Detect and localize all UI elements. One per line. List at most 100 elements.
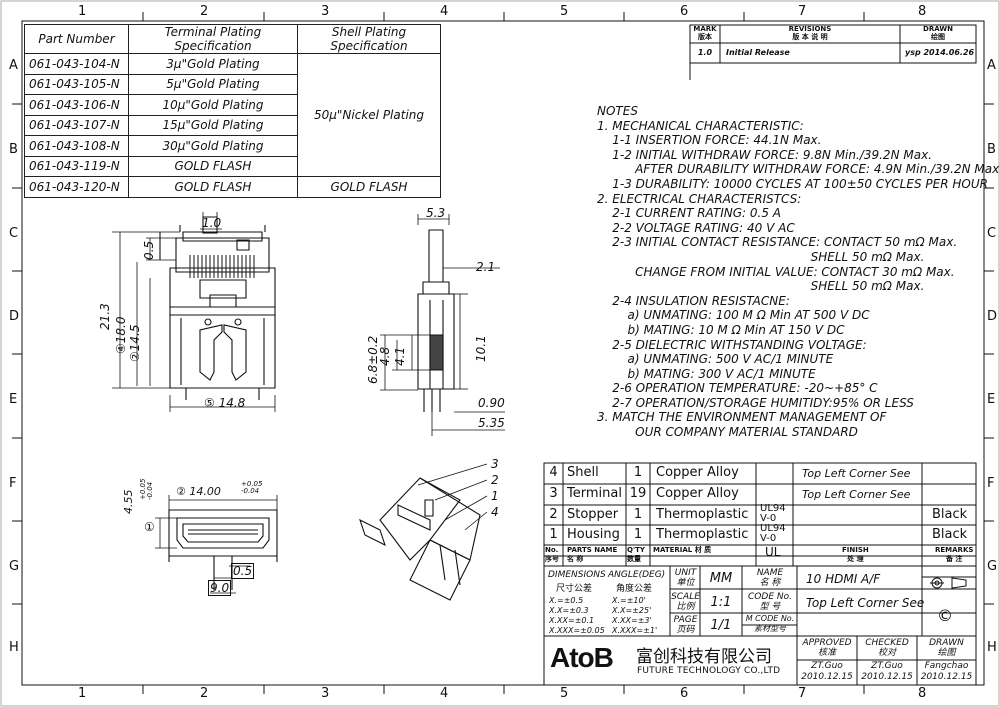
bom-no: 3 [549,486,558,501]
note-line: 2-4 INSULATION RESISTACNE: [597,293,790,308]
dim-21-3: 21.3 [98,303,112,330]
terminal-plating: GOLD FLASH [128,155,298,177]
dim-0-5-face: 0.5 [231,563,255,579]
company-logo: AtoB [550,642,614,673]
terminal-plating: 30μ"Gold Plating [128,135,298,157]
note-line: a) UNMATING: 500 V AC/1 MINUTE [597,352,834,367]
bom-material: Copper Alloy [656,465,739,480]
zone-row-g: G [9,559,20,574]
dim-14-00: ② 14.00 [176,485,221,498]
tol-angle-cn: 角度公差 [616,584,653,594]
shell-plating-last: GOLD FLASH [297,176,441,198]
zone-col-4-bottom: 4 [440,686,449,701]
dim-5-35: 5.35 [478,416,505,430]
note-line: 1-3 DURABILITY: 10000 CYCLES AT 100±50 C… [597,176,988,191]
note-line: 2-2 VOLTAGE RATING: 40 V AC [597,220,795,235]
bom-finish: Top Left Corner See [802,488,911,501]
dim-14-5: ②14.5 [128,324,142,362]
bom-head-ul: UL [765,545,781,559]
terminal-plating: GOLD FLASH [128,176,298,198]
parts-header-shell: Shell Plating Specification [297,24,441,54]
zone-col-6-bottom: 6 [680,686,689,701]
zone-row-a-right: A [987,58,996,73]
rev-description: Initial Release [726,48,790,57]
terminal-plating: 5μ"Gold Plating [128,73,298,95]
zone-row-h: H [9,640,19,655]
dim-4-55: 4.55 [122,489,135,515]
page-value: 1/1 [710,618,732,633]
callout-2: 2 [491,473,499,487]
zone-row-f-right: F [987,476,995,491]
tol-dimensions-cn: 尺寸公差 [556,584,593,594]
dim-18-0: ④18.0 [114,316,128,354]
zone-row-g-right: G [987,559,998,574]
parts-header-pn: Part Number [24,24,129,54]
part-number: 061-043-106-N [24,94,129,116]
zone-row-c-right: C [987,226,997,241]
zone-col-3-bottom: 3 [321,686,330,701]
bom-ul: UL94 V-0 [760,503,786,524]
bom-name: Housing [567,527,620,542]
shell-plating-main: 50μ"Nickel Plating [297,53,441,177]
rev-mark-value: 1.0 [697,48,713,57]
part-number: 061-043-105-N [24,73,129,95]
bom-no: 2 [549,507,558,522]
dim-0-90: 0.90 [478,396,505,410]
terminal-plating: 15μ"Gold Plating [128,114,298,136]
dim-1-0: 1.0 [202,216,222,230]
zone-row-e-right: E [987,392,996,407]
zone-col-8: 8 [918,4,927,19]
dim-14-00-tol: +0.05 -0.04 [241,480,263,495]
bom-material: Thermoplastic [656,507,749,522]
zone-row-d-right: D [987,309,998,324]
part-number: 061-043-119-N [24,155,129,177]
part-number: 061-043-120-N [24,176,129,198]
mcode-label: M CODE No.素材型号 [745,614,795,633]
zone-row-e: E [9,392,18,407]
note-line: b) MATING: 300 V AC/1 MINUTE [597,366,816,381]
note-line: 1. MECHANICAL CHARACTERISTIC: [597,118,804,133]
bom-name: Stopper [567,507,619,522]
part-number: 061-043-107-N [24,114,129,136]
callout-4: 4 [491,505,499,519]
note-line: NOTES [597,104,638,118]
zone-row-b: B [9,142,18,157]
bom-qty: 19 [629,486,647,501]
bom-no: 1 [549,527,558,542]
bom-head-material: MATERIAL 材 质 [653,546,712,554]
callout-1-face: ① [144,520,155,534]
zone-row-a: A [9,58,18,73]
name-value: 10 HDMI A/F [806,572,881,586]
bom-remarks: Black [932,507,968,522]
bom-no: 4 [549,465,558,480]
unit-value: MM [709,571,733,586]
tol-angle-header: ANGLE(DEG) [608,570,666,580]
dim-10-1: 10.1 [474,335,488,362]
company-name-en: FUTURE TECHNOLOGY CO.,LTD [637,666,781,676]
bom-ul: UL94 V-0 [760,523,786,544]
zone-col-7-bottom: 7 [798,686,807,701]
note-line: 2-6 OPERATION TEMPERATURE: -20~+85° C [597,381,878,396]
dim-4-1: 4.1 [393,346,407,366]
code-value: Top Left Corner See [806,596,925,610]
note-line: 1-2 INITIAL WITHDRAW FORCE: 9.8N Min./39… [597,147,932,162]
note-line: OUR COMPANY MATERIAL STANDARD [597,425,858,440]
note-line: 3. MATCH THE ENVIRONMENT MANAGEMENT OF [597,410,887,425]
zone-col-2: 2 [200,4,209,19]
zone-row-f: F [9,476,17,491]
